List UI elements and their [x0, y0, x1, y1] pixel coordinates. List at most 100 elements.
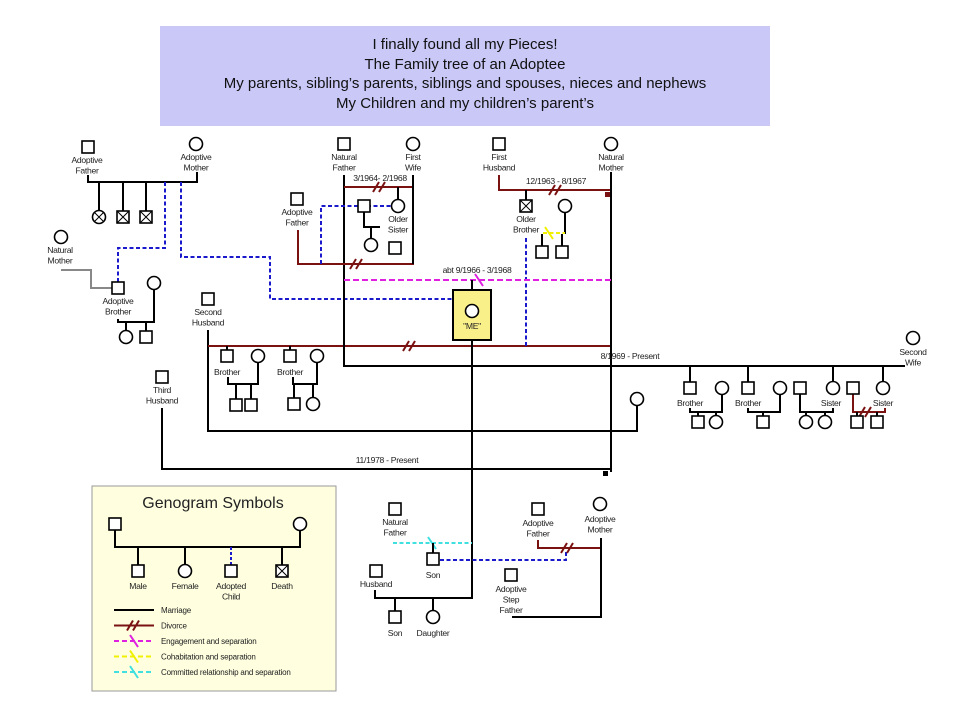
separation-slash-icon — [544, 226, 554, 240]
separation-slash-icon — [129, 649, 139, 664]
person-label-me: "ME" — [463, 321, 481, 331]
title-line: My parents, sibling’s parents, siblings … — [223, 75, 707, 92]
male-icon — [555, 245, 569, 259]
label-line: Mother — [48, 256, 73, 266]
label-line: Father — [526, 529, 549, 539]
label-line: Older — [516, 214, 536, 224]
parent-line — [61, 269, 112, 289]
label-line: Father — [499, 605, 522, 615]
person-label-sister-b: Sister — [873, 398, 894, 408]
person-label-sister-a: Sister — [821, 398, 842, 408]
label-line: Wife — [905, 358, 922, 368]
female-icon — [309, 348, 325, 364]
child-line — [541, 234, 563, 246]
label-line: Death — [271, 581, 293, 591]
natural-mother-icon — [603, 136, 619, 152]
label-line: Sister — [873, 398, 894, 408]
male-icon — [850, 415, 864, 429]
adoptive-mother-icon — [188, 136, 204, 152]
label-line: Second — [899, 347, 927, 357]
male-icon — [741, 381, 755, 395]
legend-line-label: Marriage — [161, 606, 192, 615]
son-icon — [388, 610, 402, 624]
male-icon — [283, 349, 297, 363]
label-line: Brother — [513, 225, 540, 235]
marriage-line — [87, 172, 198, 183]
title-line: The Family tree of an Adoptee — [364, 55, 566, 73]
second-husband-icon — [201, 292, 215, 306]
adoption-line — [440, 551, 567, 561]
label-line: Natural — [382, 517, 408, 527]
adoption-line — [320, 205, 392, 264]
daughter-icon — [425, 609, 441, 625]
marriage-line — [799, 394, 834, 413]
adoptive-father-icon — [81, 140, 95, 154]
death-mark-icon — [275, 564, 289, 578]
male-icon — [793, 381, 807, 395]
label-line: Sister — [388, 225, 409, 235]
label-line: Natural — [598, 152, 624, 162]
child-line — [235, 384, 252, 399]
label-line: Father — [332, 163, 355, 173]
child-line — [293, 384, 314, 398]
label-line: Adoptive — [495, 584, 527, 594]
male-icon — [388, 241, 402, 255]
death-mark-icon — [116, 210, 130, 224]
marriage-line — [227, 362, 259, 385]
female-icon — [118, 329, 134, 345]
male-icon — [139, 330, 153, 344]
label-line: Brother — [677, 398, 704, 408]
label-line: Sister — [821, 398, 842, 408]
label-line: Husband — [192, 318, 225, 328]
me-icon — [464, 303, 480, 319]
date-label: 12/1963 - 8/1967 — [526, 176, 587, 186]
person-label-brother-b: Brother — [277, 367, 304, 377]
label-line: Mother — [184, 163, 209, 173]
person-label-brother-c: Brother — [677, 398, 704, 408]
second-wife-icon — [905, 330, 921, 346]
female-icon — [557, 198, 573, 214]
female-icon — [825, 380, 841, 396]
female-icon — [875, 380, 891, 396]
label-line: Adoptive — [102, 296, 134, 306]
child-line — [394, 598, 434, 611]
label-line: Adoptive — [180, 152, 212, 162]
label-line: Husband — [360, 579, 393, 589]
female-icon — [363, 237, 379, 253]
female-icon — [798, 414, 814, 430]
label-line: Adopted — [216, 581, 246, 591]
female-icon — [146, 275, 162, 291]
person-label-brother-a: Brother — [214, 367, 241, 377]
title-box: I finally found all my Pieces! The Famil… — [160, 26, 770, 126]
divorce-slash-icon — [126, 619, 140, 632]
label-line: Older — [388, 214, 408, 224]
death-mark-icon — [139, 210, 153, 224]
person-label-daughter: Daughter — [417, 628, 450, 638]
female-icon — [708, 414, 724, 430]
female-icon — [772, 380, 788, 396]
male-icon — [535, 245, 549, 259]
label-line: Brother — [277, 367, 304, 377]
label-line: "ME" — [463, 321, 481, 331]
female-icon — [817, 414, 833, 430]
marriage-line — [207, 330, 638, 432]
legend-label-male: Male — [129, 581, 147, 591]
marriage-line — [512, 538, 602, 618]
death-mark-icon — [94, 212, 104, 222]
label-line: Brother — [214, 367, 241, 377]
legend-line-label: Divorce — [161, 622, 187, 631]
